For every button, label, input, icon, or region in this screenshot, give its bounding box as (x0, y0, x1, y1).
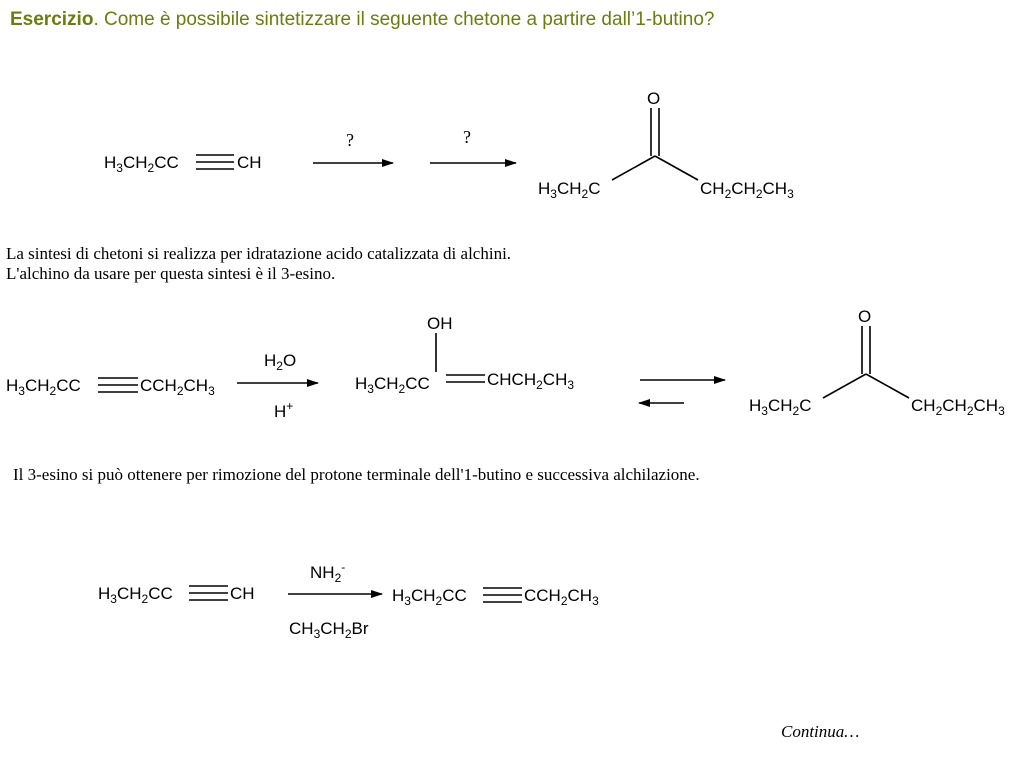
scheme2-ketone-left: H3CH2C (749, 396, 812, 418)
exercise-question: . Come è possibile sintetizzare il segue… (93, 9, 715, 30)
scheme3-reagent-top: NH2- (310, 560, 345, 585)
scheme2-enol-hydroxyl: OH (427, 314, 453, 333)
scheme2-alkyne-right: CCH2CH3 (140, 376, 215, 398)
scheme1-ketone-oxygen: O (647, 89, 660, 108)
scheme1-ketone-right: CH2CH2CH3 (700, 179, 794, 201)
continue-label: Continua… (781, 722, 860, 741)
scheme2-enol-right: CHCH2CH3 (487, 370, 574, 392)
scheme2-ketone-right: CH2CH2CH3 (911, 396, 1005, 418)
scheme2-reagent-bottom: H+ (274, 399, 293, 421)
scheme2-enol: OH H3CH2CC CHCH2CH3 (355, 314, 574, 396)
explanation-alkylation: Il 3-esino si può ottenere per rimozione… (13, 465, 700, 484)
scheme-2: H3CH2CC CCH2CH3 H2O H+ OH H3CH2CC CHCH2C… (6, 307, 1005, 421)
scheme2-triple-bond (98, 377, 138, 393)
scheme3-product-left: H3CH2CC (392, 586, 467, 608)
scheme-1: H3CH2CC CH ? ? O H3CH2C CH2CH2CH3 (104, 89, 794, 201)
scheme3-start-left: H3CH2CC (98, 584, 173, 606)
scheme1-step2-label: ? (463, 127, 471, 147)
scheme1-ketone: O H3CH2C CH2CH2CH3 (538, 89, 794, 201)
scheme2-ketone-oxygen: O (858, 307, 871, 326)
scheme3-reagent-bottom: CH3CH2Br (289, 619, 369, 641)
explanation-line-2: L'alchino da usare per questa sintesi è … (6, 264, 336, 283)
scheme2-reagent-top: H2O (264, 351, 296, 373)
scheme1-start-left: H3CH2CC (104, 153, 179, 175)
scheme-3: H3CH2CC CH NH2- CH3CH2Br H3CH2CC CCH2CH3 (98, 560, 599, 641)
scheme1-triple-bond (196, 154, 234, 170)
scheme3-start-right: CH (230, 584, 255, 603)
scheme1-ketone-left: H3CH2C (538, 179, 601, 201)
scheme3-product-right: CCH2CH3 (524, 586, 599, 608)
scheme3-triple-bond (189, 585, 228, 601)
scheme2-enol-left: H3CH2CC (355, 374, 430, 396)
explanation-line-1: La sintesi di chetoni si realizza per id… (6, 244, 512, 263)
scheme3-product-triple-bond (483, 587, 522, 603)
exercise-label: Esercizio (10, 9, 94, 30)
scheme2-ketone: O H3CH2C CH2CH2CH3 (749, 307, 1005, 418)
scheme2-alkyne-left: H3CH2CC (6, 376, 81, 398)
scheme1-step1-label: ? (346, 130, 354, 150)
scheme2-equilibrium-arrows (638, 376, 726, 407)
scheme1-start-right: CH (237, 153, 262, 172)
exercise-title: Esercizio. Come è possibile sintetizzare… (10, 9, 714, 31)
